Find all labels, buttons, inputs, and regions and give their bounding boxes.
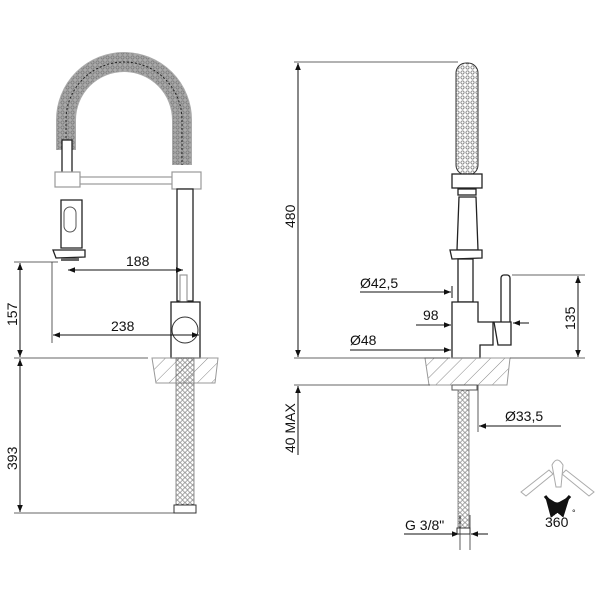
spray-holder (54, 171, 81, 188)
supply-hose-side (457, 389, 470, 531)
lever-handle (500, 274, 511, 326)
rotation-arrow-icon (543, 495, 572, 518)
rotation-degree-symbol: ° (572, 508, 576, 518)
hose-nut-side (456, 527, 471, 535)
rotation-360-icon: 360 ° (520, 459, 595, 530)
dim-label-238: 238 (111, 318, 135, 334)
coil-collar-side (451, 173, 483, 189)
dim-label-393: 393 (4, 446, 20, 470)
dim-label-98: 98 (423, 307, 439, 323)
lever-base (493, 321, 512, 346)
hose-segment (61, 139, 73, 176)
hose-nut (173, 504, 197, 514)
front-view: 188 238 157 393 (4, 52, 219, 514)
coil-collar (171, 171, 202, 190)
mixer-body-side (451, 301, 494, 359)
handle (179, 274, 188, 303)
dim-label-188: 188 (126, 253, 150, 269)
dim-label-480: 480 (282, 204, 298, 228)
dim-label-42-5: Ø42,5 (360, 275, 398, 291)
dim-label-40-max: 40 MAX (282, 403, 298, 453)
rotation-label: 360 (545, 514, 569, 530)
supply-hose (175, 357, 195, 507)
side-view: 480 135 Ø42,5 98 Ø48 40 MAX Ø33,5 G 3/8" (282, 61, 585, 550)
dim-label-48: Ø48 (350, 332, 377, 348)
spray-button (63, 206, 77, 233)
pillar-side (457, 258, 474, 303)
spray-nozzle (52, 249, 86, 259)
dim-label-157: 157 (4, 302, 20, 326)
countertop-side (424, 357, 511, 386)
sprayhead-side (456, 196, 479, 251)
spring-coil-side (455, 62, 479, 176)
cartridge-circle (171, 316, 199, 344)
dim-label-135: 135 (562, 306, 578, 330)
dim-label-g38: G 3/8" (405, 517, 444, 533)
support-bar (77, 176, 175, 185)
collar-ring (457, 188, 477, 196)
spray-nozzle-side (449, 249, 483, 260)
dim-label-33-5: Ø33,5 (505, 408, 543, 424)
